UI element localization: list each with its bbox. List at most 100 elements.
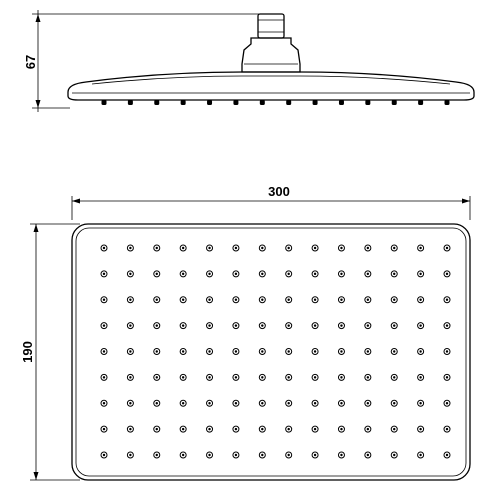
nozzle [258, 348, 266, 355]
nozzle [100, 296, 108, 304]
side-nozzle [154, 100, 160, 105]
nozzle [337, 348, 345, 355]
nozzle [179, 425, 187, 433]
nozzle [364, 244, 372, 252]
nozzle [443, 244, 451, 252]
nozzle [285, 399, 293, 407]
nozzle [417, 373, 425, 381]
nozzle [311, 425, 319, 433]
nozzle [337, 322, 345, 330]
nozzle [126, 322, 134, 330]
nozzle [126, 348, 134, 355]
nozzle [258, 296, 266, 304]
side-nozzle [101, 100, 107, 105]
nozzle [390, 373, 398, 381]
nozzle [337, 270, 345, 278]
nozzle [443, 322, 451, 330]
nozzle [417, 348, 425, 355]
nozzle [100, 244, 108, 252]
nozzle [232, 322, 240, 330]
nozzle [179, 399, 187, 407]
nozzle [232, 270, 240, 278]
nozzle [232, 244, 240, 252]
nozzle [443, 399, 451, 407]
nozzle [179, 322, 187, 330]
nozzle [311, 296, 319, 304]
nozzle [206, 373, 214, 381]
nozzle [311, 244, 319, 252]
nozzle [285, 322, 293, 330]
nozzle [100, 373, 108, 381]
nozzle [206, 296, 214, 304]
depth-label: 190 [20, 341, 35, 363]
nozzle [100, 322, 108, 330]
height-dimension: 67 [23, 10, 262, 112]
nozzle [206, 348, 214, 355]
ball-joint [241, 37, 301, 73]
nozzle [390, 244, 398, 252]
nozzle [337, 296, 345, 304]
nozzle-grid [100, 244, 451, 459]
nozzle [206, 244, 214, 252]
nozzle [417, 244, 425, 252]
nozzle [390, 399, 398, 407]
nozzle [258, 373, 266, 381]
nozzle [179, 244, 187, 252]
nozzle [232, 348, 240, 355]
nozzle [100, 451, 108, 459]
nozzle [285, 425, 293, 433]
nozzle [337, 244, 345, 252]
top-view: 300 190 [20, 184, 471, 481]
nozzle [179, 270, 187, 278]
nozzle [443, 348, 451, 355]
side-nozzle [286, 100, 292, 105]
nozzle [126, 270, 134, 278]
nozzle [206, 399, 214, 407]
nozzle [100, 348, 108, 355]
nozzle [390, 322, 398, 330]
nozzle [311, 348, 319, 355]
nozzle [390, 425, 398, 433]
side-nozzle [418, 100, 424, 105]
nozzle [417, 425, 425, 433]
nozzle [443, 270, 451, 278]
nozzle [417, 296, 425, 304]
nozzle [232, 399, 240, 407]
nozzle [390, 270, 398, 278]
nozzle [311, 322, 319, 330]
nozzle [285, 296, 293, 304]
side-view: 67 [23, 10, 475, 112]
nozzle [390, 451, 398, 459]
nozzle [364, 270, 372, 278]
side-nozzle [259, 100, 265, 105]
nozzle [364, 296, 372, 304]
side-nozzle [312, 100, 318, 105]
nozzle [153, 348, 161, 355]
nozzle [390, 296, 398, 304]
nozzle [153, 270, 161, 278]
nozzle [126, 399, 134, 407]
nozzle [311, 399, 319, 407]
nozzle [285, 244, 293, 252]
nozzle [364, 451, 372, 459]
nozzle [179, 296, 187, 304]
nozzle [206, 425, 214, 433]
nozzle [417, 322, 425, 330]
nozzle [153, 322, 161, 330]
width-dimension: 300 [71, 184, 471, 220]
height-label: 67 [23, 55, 38, 69]
nozzle [232, 425, 240, 433]
nozzle [337, 399, 345, 407]
nozzle [153, 425, 161, 433]
nozzle [417, 451, 425, 459]
nozzle [258, 270, 266, 278]
connector-nut [257, 13, 285, 39]
nozzle [417, 270, 425, 278]
shower-head-side [67, 71, 475, 101]
nozzle [285, 451, 293, 459]
nozzle [206, 322, 214, 330]
nozzle [153, 296, 161, 304]
nozzle [126, 451, 134, 459]
nozzle [285, 348, 293, 355]
nozzle [364, 399, 372, 407]
